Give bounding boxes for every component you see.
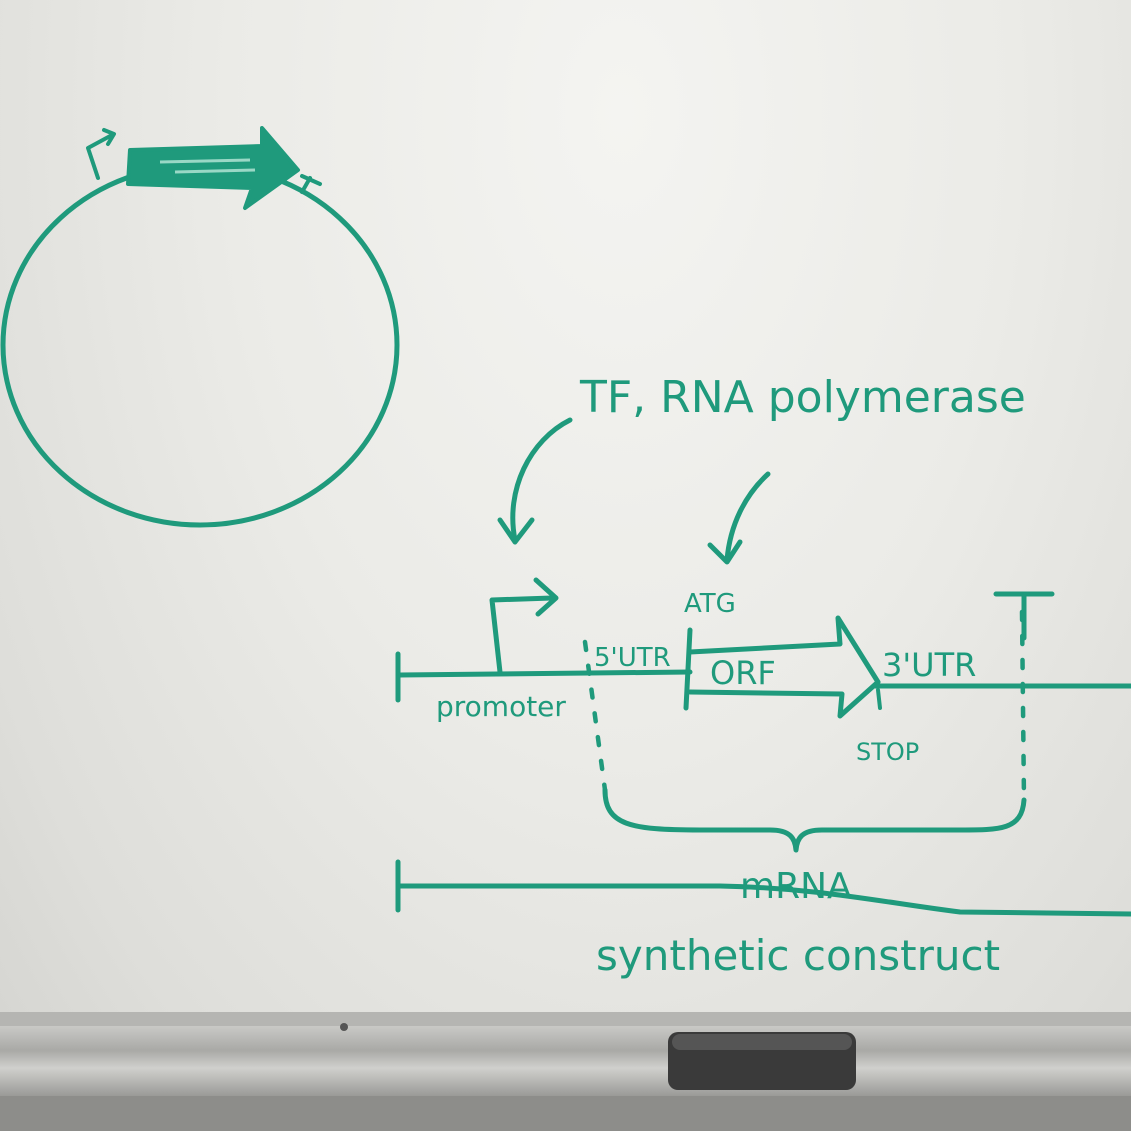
stop-mark [876,688,882,710]
terminator-boundary-dotted [1019,609,1027,803]
promoter-arrow-head [533,577,559,617]
mrna-label: mRNA [740,866,852,907]
utr5-label: 5'UTR [594,643,671,673]
plasmid-gene-highlight [159,158,256,174]
mrna-brace [602,787,1027,853]
utr5-boundary-dotted [582,639,608,793]
plasmid-circle [0,162,400,528]
plasmid-terminator [300,174,322,194]
stop-label: STOP [856,738,919,766]
board-frame-bottom [0,1012,1131,1026]
plasmid-promoter-arrow [86,128,116,180]
synthetic-construct-line [397,883,1131,917]
eraser-top [672,1034,852,1050]
curved-arrow-to-promoter [510,417,573,543]
curved-arrow-to-promoter-head [497,517,535,545]
orf-arrow [687,615,881,719]
plasmid-gene-arrow [126,126,300,210]
promoter-arrow [489,595,555,675]
promoter-label: promoter [436,690,566,723]
dna-line-left [397,669,693,678]
start-codon-label: ATG [684,589,736,619]
terminator-symbol [993,591,1055,641]
title-label: TF, RNA polymerase [579,372,1026,423]
arrow-to-atg-head [707,539,743,565]
tray-lip [0,1096,1131,1131]
utr3-label: 3'UTR [882,646,976,684]
frame-screw [340,1023,348,1031]
start-codon-mark [683,627,693,711]
marker-tray [0,1026,1131,1096]
orf-label: ORF [710,654,776,692]
synthetic-construct-label: synthetic construct [596,931,1000,980]
arrow-to-atg [724,471,771,563]
